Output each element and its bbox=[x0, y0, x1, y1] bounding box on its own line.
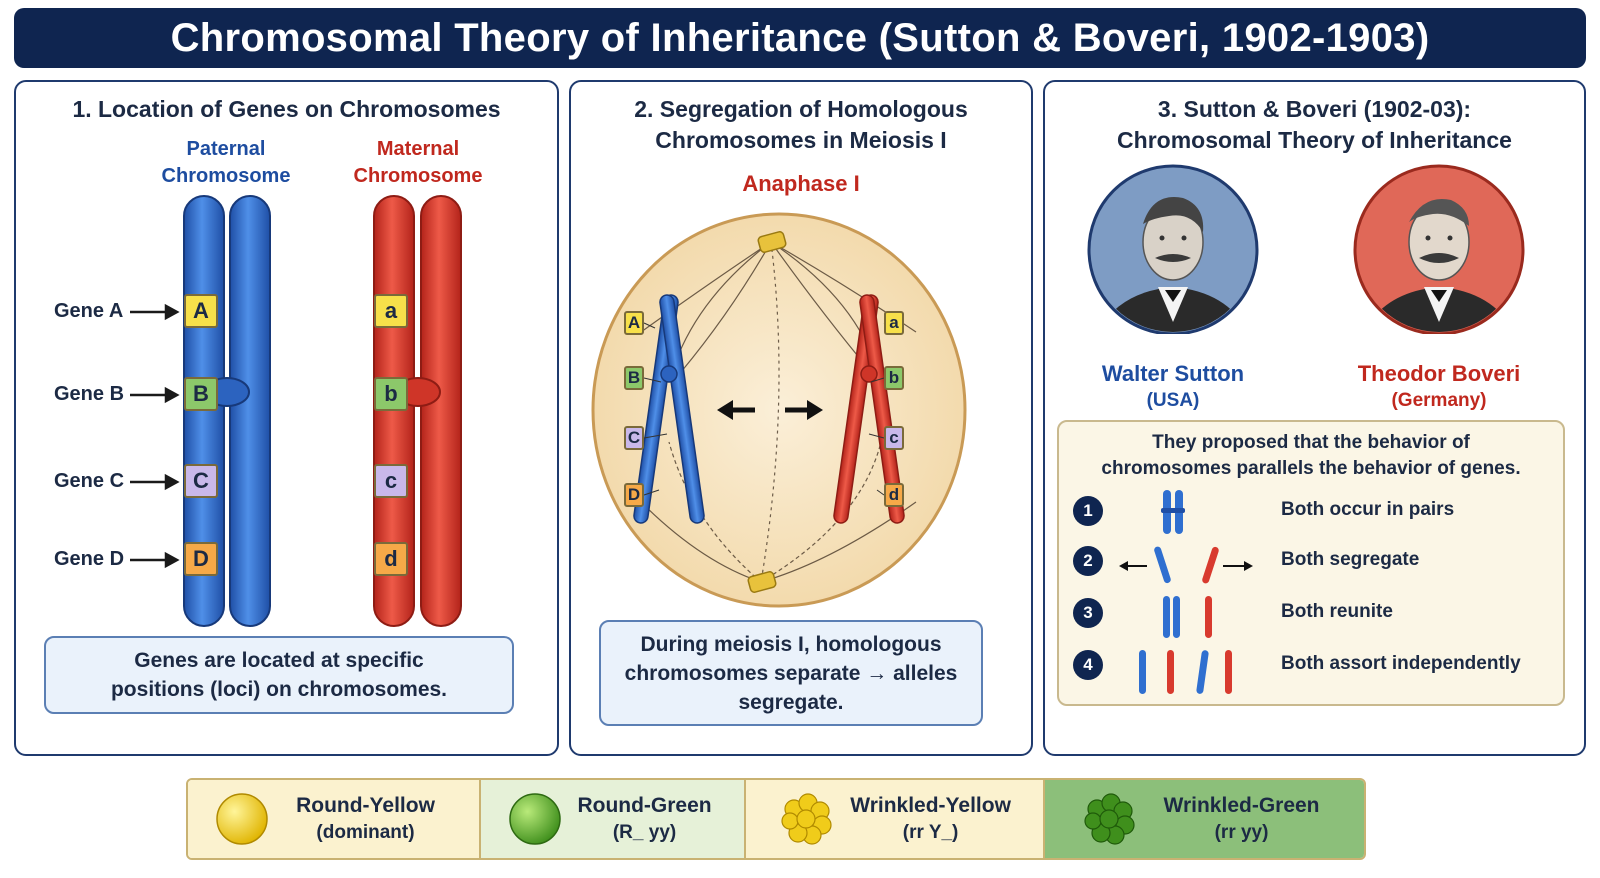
centrosome-bottom bbox=[747, 571, 777, 593]
gene-a-label: Gene A bbox=[54, 300, 124, 322]
sutton-name: Walter Sutton bbox=[1101, 361, 1245, 386]
point-number-badge: 3 bbox=[1073, 598, 1103, 628]
panel2-heading-line1: 2. Segregation of Homologous bbox=[634, 96, 968, 122]
legend-wrinkled-green: Wrinkled-Green (rr yy) bbox=[1045, 780, 1364, 858]
right-allele-d: d bbox=[884, 483, 904, 507]
legend-wrinkled-yellow: Wrinkled-Yellow (rr Y_) bbox=[746, 780, 1046, 858]
right-allele-c: c bbox=[884, 426, 904, 450]
left-allele-A: A bbox=[624, 311, 644, 335]
panel1-caption: Genes are located at specific positions … bbox=[44, 636, 514, 714]
boveri-name: Theodor Boveri bbox=[1357, 361, 1521, 386]
boveri-country: (Germany) bbox=[1391, 390, 1487, 411]
segregate-icon bbox=[1119, 546, 1253, 584]
paternal-allele-A: A bbox=[184, 294, 218, 328]
round-green-pea-icon bbox=[509, 793, 561, 845]
left-allele-D: D bbox=[624, 483, 644, 507]
point-text: Both reunite bbox=[1281, 601, 1393, 622]
point-text: Both occur in pairs bbox=[1281, 499, 1455, 520]
legend-name: Round-Green bbox=[577, 794, 712, 817]
panel2-heading: 2. Segregation of Homologous Chromosomes… bbox=[571, 94, 1031, 156]
legend-sub: (R_ yy) bbox=[612, 822, 677, 843]
gene-d-label: Gene D bbox=[54, 548, 125, 570]
legend-round-yellow: Round-Yellow (dominant) bbox=[188, 780, 481, 858]
panel1-heading: 1. Location of Genes on Chromosomes bbox=[72, 96, 501, 122]
maternal-allele-b: b bbox=[374, 377, 408, 411]
legend-sub: (dominant) bbox=[316, 822, 415, 843]
point-icons bbox=[1119, 490, 1253, 694]
paternal-label: Paternal Chromosome bbox=[146, 136, 306, 190]
paternal-allele-C: C bbox=[184, 464, 218, 498]
maternal-label: Maternal Chromosome bbox=[338, 136, 498, 190]
wrinkled-yellow-pea-icon bbox=[781, 793, 832, 845]
legend-name: Wrinkled-Green bbox=[1163, 794, 1320, 817]
page-title: Chromosomal Theory of Inheritance (Sutto… bbox=[170, 15, 1430, 60]
assort-icon bbox=[1139, 650, 1232, 694]
walter-sutton-portrait bbox=[1087, 164, 1259, 334]
wrinkled-green-pea-icon bbox=[1084, 793, 1135, 845]
point-text: Both segregate bbox=[1281, 549, 1420, 570]
point-number-badge: 2 bbox=[1073, 546, 1103, 576]
legend-round-green: Round-Green (R_ yy) bbox=[481, 780, 747, 858]
panel-sutton-boveri: 3. Sutton & Boveri (1902-03): Chromosoma… bbox=[1043, 80, 1586, 756]
paternal-allele-B: B bbox=[184, 377, 218, 411]
paternal-label-line2: Chromosome bbox=[161, 165, 291, 187]
panel2-caption: During meiosis I, homologous chromosomes… bbox=[599, 620, 983, 726]
phenotype-legend: Round-Yellow (dominant) Round-Green (R_ … bbox=[186, 778, 1366, 860]
anaphase-cell-diagram bbox=[591, 212, 967, 608]
centrosome-top bbox=[757, 231, 787, 253]
round-yellow-pea-icon bbox=[216, 793, 268, 845]
parallel-behavior-box: They proposed that the behavior of chrom… bbox=[1057, 420, 1565, 706]
legend-sub: (rr Y_) bbox=[902, 822, 959, 843]
paternal-label-line1: Paternal bbox=[186, 138, 266, 160]
left-allele-B: B bbox=[624, 366, 644, 390]
legend-name: Round-Yellow bbox=[296, 794, 435, 817]
panel3-heading: 3. Sutton & Boveri (1902-03): Chromosoma… bbox=[1045, 94, 1584, 156]
reunite-icon bbox=[1163, 596, 1212, 638]
maternal-allele-d: d bbox=[374, 542, 408, 576]
gene-b-label: Gene B bbox=[54, 383, 125, 405]
maternal-label-line2: Chromosome bbox=[353, 165, 483, 187]
gene-arrows bbox=[130, 303, 180, 569]
panel-segregation: 2. Segregation of Homologous Chromosomes… bbox=[569, 80, 1033, 756]
point-number-badge: 1 bbox=[1073, 496, 1103, 526]
point-text: Both assort independently bbox=[1281, 653, 1521, 674]
maternal-chromosome-separating bbox=[833, 294, 905, 524]
panel3-heading-line2: Chromosomal Theory of Inheritance bbox=[1117, 127, 1512, 153]
panel3-heading-line1: 3. Sutton & Boveri (1902-03): bbox=[1157, 96, 1472, 122]
paternal-chromosome-separating bbox=[633, 294, 705, 524]
sutton-country: (USA) bbox=[1146, 390, 1200, 411]
legend-name: Wrinkled-Yellow bbox=[850, 794, 1011, 817]
legend-sub: (rr yy) bbox=[1214, 822, 1269, 843]
paternal-allele-D: D bbox=[184, 542, 218, 576]
panel-gene-location: 1. Location of Genes on Chromosomes Pate… bbox=[14, 80, 559, 756]
right-allele-a: a bbox=[884, 311, 904, 335]
pairs-icon bbox=[1161, 490, 1185, 534]
title-bar: Chromosomal Theory of Inheritance (Sutto… bbox=[14, 8, 1586, 68]
statement-line1: They proposed that the behavior of bbox=[1152, 432, 1470, 453]
point-number-badge: 4 bbox=[1073, 650, 1103, 680]
panel2-heading-line2: Chromosomes in Meiosis I bbox=[655, 127, 947, 153]
maternal-allele-a: a bbox=[374, 294, 408, 328]
statement-line2: chromosomes parallels the behavior of ge… bbox=[1101, 458, 1521, 479]
left-allele-C: C bbox=[624, 426, 644, 450]
theodor-boveri-portrait bbox=[1353, 164, 1525, 334]
maternal-label-line1: Maternal bbox=[376, 138, 460, 160]
separation-arrows bbox=[717, 400, 823, 420]
right-allele-b: b bbox=[884, 366, 904, 390]
maternal-allele-c: c bbox=[374, 464, 408, 498]
gene-c-label: Gene C bbox=[54, 470, 125, 492]
anaphase-label: Anaphase I bbox=[742, 171, 860, 196]
